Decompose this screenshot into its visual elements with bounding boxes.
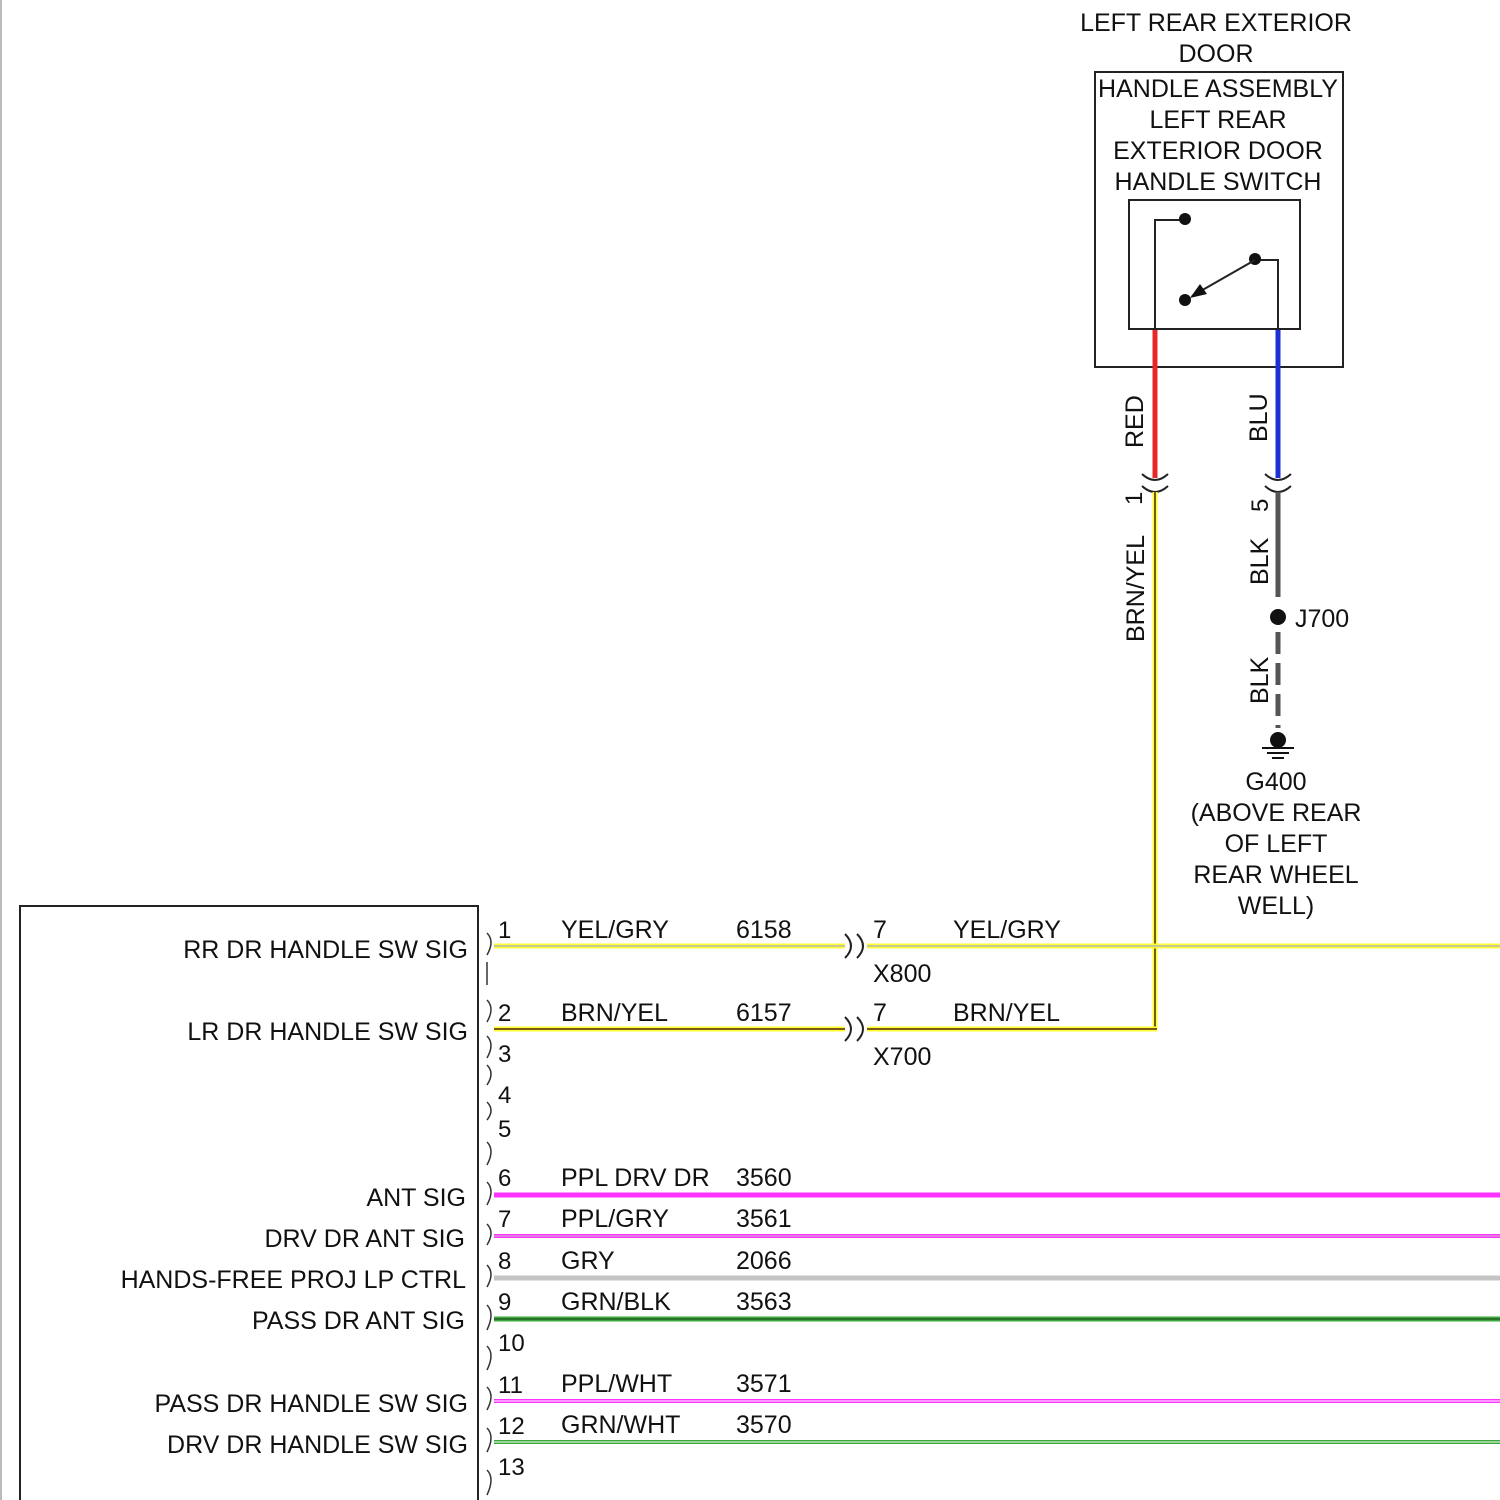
blk-upper-label: BLK <box>1246 537 1274 585</box>
pin-number-2: 2 <box>498 1000 511 1027</box>
switch-symbol-icon <box>1155 213 1278 330</box>
wire-color-pin8: GRY <box>561 1247 615 1275</box>
component-title-line2: DOOR <box>1179 40 1254 68</box>
pin-number-12: 12 <box>498 1413 525 1440</box>
module-label-pin7: DRV DR ANT SIG <box>264 1225 465 1253</box>
switch-pin-1: 1 <box>1121 492 1148 505</box>
x700-label: X700 <box>873 1043 931 1071</box>
x700-pin: 7 <box>873 999 887 1027</box>
handle-assembly-line3: EXTERIOR DOOR <box>1113 137 1323 165</box>
x800-label: X800 <box>873 960 931 988</box>
module-label-pin2: LR DR HANDLE SW SIG <box>187 1018 468 1046</box>
wire-color-pin6: PPL DRV DR <box>561 1164 710 1192</box>
handle-assembly-line4: HANDLE SWITCH <box>1115 168 1322 196</box>
ground-location-line4: WELL) <box>1238 892 1314 920</box>
blue-wire-label: BLU <box>1245 393 1273 442</box>
splice-j700-label: J700 <box>1295 605 1349 633</box>
circuit-pin2: 6157 <box>736 999 792 1027</box>
ground-location-line1: (ABOVE REAR <box>1191 799 1362 827</box>
brn-yel-vertical-label: BRN/YEL <box>1122 535 1150 642</box>
wire-color-pin2: BRN/YEL <box>561 999 668 1027</box>
pin-number-4: 4 <box>498 1082 511 1109</box>
handle-assembly-line1: HANDLE ASSEMBLY <box>1098 75 1338 103</box>
module-label-pin11: PASS DR HANDLE SW SIG <box>155 1390 469 1418</box>
splice-j700-icon <box>1270 609 1286 625</box>
circuit-pin12: 3570 <box>736 1411 792 1439</box>
pin-number-7: 7 <box>498 1206 511 1233</box>
wire-color-pin11: PPL/WHT <box>561 1370 672 1398</box>
module-label-pin9: PASS DR ANT SIG <box>252 1307 465 1335</box>
circuit-pin8: 2066 <box>736 1247 792 1275</box>
wire-color-pin7: PPL/GRY <box>561 1205 669 1233</box>
x800-pin: 7 <box>873 916 887 944</box>
module-label-pin8: HANDS-FREE PROJ LP CTRL <box>121 1266 467 1294</box>
ground-g400-icon <box>1262 732 1294 758</box>
pin-number-10: 10 <box>498 1330 525 1357</box>
module-connector-terminals-icon <box>487 933 491 1495</box>
pin-number-3: 3 <box>498 1041 511 1068</box>
circuit-pin11: 3571 <box>736 1370 792 1398</box>
pin-number-13: 13 <box>498 1454 525 1481</box>
pin-number-5: 5 <box>498 1116 511 1143</box>
red-wire-label: RED <box>1121 395 1149 448</box>
wire-color-pin9: GRN/BLK <box>561 1288 671 1316</box>
wire-color-pin1: YEL/GRY <box>561 916 669 944</box>
inline-connector-x800-icon <box>845 934 863 958</box>
ground-name: G400 <box>1245 768 1306 796</box>
component-title-line1: LEFT REAR EXTERIOR <box>1080 9 1352 37</box>
pin-number-1: 1 <box>498 917 511 944</box>
wire-color-pin12: GRN/WHT <box>561 1411 680 1439</box>
handle-assembly-line2: LEFT REAR <box>1149 106 1286 134</box>
x700-wire-color: BRN/YEL <box>953 999 1060 1027</box>
ground-location-line3: REAR WHEEL <box>1193 861 1358 889</box>
pin-number-11: 11 <box>498 1372 523 1399</box>
pin-number-8: 8 <box>498 1248 511 1275</box>
circuit-pin9: 3563 <box>736 1288 792 1316</box>
pin-number-6: 6 <box>498 1165 511 1192</box>
switch-pin-5: 5 <box>1247 499 1274 512</box>
module-label-pin1: RR DR HANDLE SW SIG <box>183 936 468 964</box>
ground-location-line2: OF LEFT <box>1225 830 1328 858</box>
module-label-pin12: DRV DR HANDLE SW SIG <box>167 1431 468 1459</box>
pin-number-9: 9 <box>498 1289 511 1316</box>
circuit-pin6: 3560 <box>736 1164 792 1192</box>
inline-connector-x700-icon <box>845 1017 863 1041</box>
circuit-pin7: 3561 <box>736 1205 792 1233</box>
module-label-pin6: ANT SIG <box>366 1184 466 1212</box>
x800-wire-color: YEL/GRY <box>953 916 1061 944</box>
circuit-pin1: 6158 <box>736 916 792 944</box>
blk-lower-label: BLK <box>1246 656 1274 704</box>
